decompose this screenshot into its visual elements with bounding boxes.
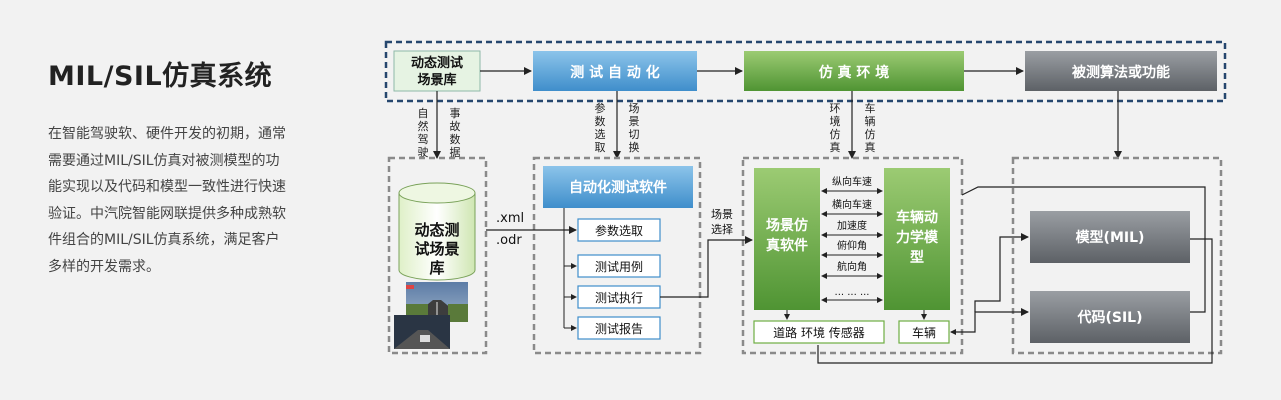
svg-text:数: 数 [595, 115, 606, 128]
driving-sim-screenshot-icon [394, 282, 468, 349]
vehicle-to-sil-arrow [950, 308, 1029, 335]
svg-text:据: 据 [450, 145, 461, 159]
svg-text:换: 换 [629, 140, 640, 154]
vehicle-to-mil-arrow [974, 233, 1029, 312]
description-line: 件组合的MIL/SIL仿真系统，满足客户 [48, 232, 280, 248]
sim-env-label: 仿 真 环 境 [819, 64, 890, 81]
vertical-label-natural-driving: 自 然 驾 驶 [418, 107, 429, 159]
step-test-case: 测试用例 [595, 259, 643, 274]
step-box [577, 218, 661, 242]
signal-label: 航向角 [837, 260, 867, 273]
vertical-label-env-sim: 环 境 仿 真 [830, 102, 841, 154]
file-format-xml: .xml [496, 211, 524, 226]
database-label: 动态测 [414, 221, 459, 239]
scene-sim-software-label: 真软件 [766, 237, 808, 254]
svg-text:故: 故 [450, 119, 461, 133]
scene-db-container [387, 156, 488, 355]
signal-label: ... ... ... [835, 287, 870, 298]
svg-text:境: 境 [830, 114, 841, 128]
test-automation-label: 测 试 自 动 化 [570, 64, 660, 81]
sim-software-container [741, 156, 964, 355]
vertical-label-scene-switch: 场 景 切 换 [629, 101, 640, 154]
vehicle-dynamics-label: 型 [910, 249, 924, 266]
svg-text:车: 车 [865, 101, 876, 115]
description-line: 验证。中汽院智能网联提供多种成熟软 [48, 205, 286, 222]
svg-text:场: 场 [629, 101, 640, 115]
description-line: 多样的开发需求。 [48, 258, 160, 275]
step-param-select: 参数选取 [595, 223, 643, 238]
svg-text:真: 真 [830, 140, 841, 154]
signal-label: 纵向车速 [832, 175, 872, 188]
vertical-label-accident-data: 事 故 数 据 [450, 107, 461, 159]
description-line: 在智能驾驶软、硬件开发的初期，通常 [48, 126, 286, 142]
model-mil-label: 模型(MIL) [1076, 229, 1145, 246]
scene-library-label: 场景库 [417, 72, 456, 88]
svg-text:自: 自 [418, 107, 429, 120]
description-line: 需要通过MIL/SIL仿真对被测模型的功 [48, 152, 280, 169]
road-env-sensor-label: 道路 环境 传感器 [773, 325, 865, 340]
vehicle-dynamics-box [884, 168, 950, 310]
scene-library-label: 动态测试 [411, 55, 463, 71]
database-label: 库 [429, 259, 444, 277]
svg-text:辆: 辆 [865, 114, 876, 128]
database-label: 试场景 [414, 240, 459, 258]
auto-software-container [532, 156, 702, 355]
signal-label: 俯仰角 [837, 239, 867, 252]
svg-text:然: 然 [418, 119, 429, 133]
svg-text:仿: 仿 [830, 128, 841, 141]
file-format-odr: .odr [496, 233, 522, 248]
feedback-line [961, 186, 1206, 313]
description: 在智能驾驶软、硬件开发的初期，通常 需要通过MIL/SIL仿真对被测模型的功 能… [48, 121, 338, 280]
step-test-report: 测试报告 [595, 321, 643, 336]
scene-select-label: 场景 [711, 207, 733, 221]
test-automation-box [533, 51, 697, 91]
svg-text:数: 数 [450, 133, 461, 146]
scene-sim-software-label: 场景仿 [766, 217, 808, 234]
database-cylinder-icon [398, 182, 476, 281]
arrow [660, 236, 753, 298]
vertical-label-param-select: 参 数 选 取 [595, 101, 606, 154]
step-box [577, 254, 661, 278]
scene-sim-software-box [754, 168, 820, 310]
svg-text:参: 参 [595, 101, 606, 115]
algo-under-test-box [1025, 51, 1217, 91]
vehicle-dynamics-label: 车辆动 [896, 209, 938, 226]
svg-text:选: 选 [595, 128, 606, 141]
svg-text:切: 切 [629, 128, 640, 141]
sim-env-box [744, 51, 964, 91]
signal-label: 加速度 [837, 219, 867, 232]
scene-select-label: 选择 [711, 222, 733, 236]
svg-text:驾: 驾 [418, 133, 429, 146]
algo-under-test-label: 被测算法或功能 [1072, 64, 1170, 81]
feedback-line [817, 238, 1213, 364]
description-line: 能实现以及代码和模型一致性进行快速 [48, 179, 286, 195]
auto-software-title: 自动化测试软件 [569, 179, 667, 196]
page-title: MIL/SIL仿真系统 [48, 61, 273, 92]
svg-text:驶: 驶 [418, 145, 429, 159]
signal-label: 横向车速 [832, 198, 872, 211]
svg-text:环: 环 [830, 102, 841, 115]
vehicle-label: 车辆 [912, 325, 936, 340]
svg-text:仿: 仿 [865, 128, 876, 141]
step-box [577, 316, 661, 340]
code-sil-box [1030, 291, 1190, 343]
auto-software-title-box [543, 166, 693, 208]
vehicle-box [898, 320, 950, 344]
model-mil-box [1030, 211, 1190, 263]
vehicle-dynamics-label: 力学模 [896, 229, 939, 246]
dut-container [1011, 156, 1223, 355]
vertical-label-vehicle-sim: 车 辆 仿 真 [865, 101, 876, 154]
svg-text:取: 取 [595, 141, 606, 154]
svg-text:景: 景 [629, 115, 640, 128]
step-test-exec: 测试执行 [595, 290, 643, 305]
road-env-sensor-box [753, 320, 885, 344]
code-sil-label: 代码(SIL) [1076, 309, 1142, 326]
svg-text:事: 事 [450, 107, 461, 120]
svg-text:真: 真 [865, 140, 876, 154]
